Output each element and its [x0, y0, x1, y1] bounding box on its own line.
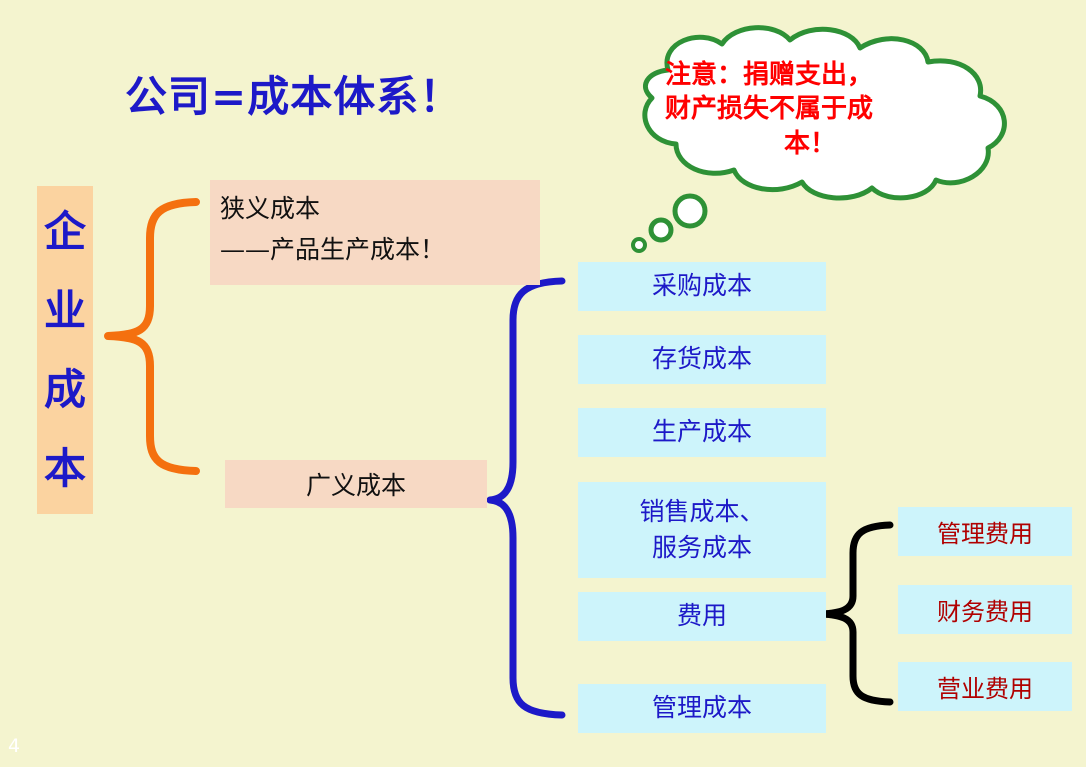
enterprise-cost-char-4: 本	[43, 443, 86, 493]
expense-item-label: 营业费用	[937, 675, 1033, 703]
cost-item-management: 管理成本	[578, 684, 826, 733]
cost-item-expenses: 费用	[578, 592, 826, 641]
expense-item-admin: 管理费用	[898, 507, 1072, 556]
enterprise-cost-char-3: 成	[43, 364, 86, 414]
narrow-cost-box: 狭义成本 ——产品生产成本！	[210, 180, 540, 285]
narrow-cost-line-1: 狭义成本	[220, 194, 321, 223]
cost-item-label: 费用	[676, 601, 727, 631]
page-number: 4	[8, 735, 21, 757]
enterprise-cost-char-1: 企	[43, 206, 86, 256]
cloud-note-text: 注意：捐赠支出， 财产损失不属于成 本！	[665, 58, 955, 161]
broad-cost-box: 广义成本	[225, 460, 487, 508]
cost-item-inventory: 存货成本	[578, 335, 826, 384]
cost-item-label: 采购成本	[651, 271, 752, 301]
narrow-cost-line-2: ——产品生产成本！	[220, 235, 446, 265]
expense-item-operating: 营业费用	[898, 662, 1072, 711]
cloud-tail-bubble-small	[631, 237, 647, 253]
cloud-tail-bubble-medium	[648, 217, 674, 243]
cost-item-production: 生产成本	[578, 408, 826, 457]
cost-item-label-line-2: 服务成本	[651, 533, 752, 562]
expense-item-label: 财务费用	[937, 598, 1033, 626]
cost-item-purchase: 采购成本	[578, 262, 826, 311]
cost-item-sales-service: 销售成本、 服务成本	[578, 482, 826, 578]
cost-item-label: 管理成本	[651, 693, 752, 723]
cost-item-label: 生产成本	[651, 417, 752, 447]
expense-item-label: 管理费用	[937, 520, 1033, 548]
orange-brace	[104, 198, 200, 475]
enterprise-cost-char-2: 业	[43, 285, 86, 335]
cost-item-label-line-1: 销售成本、	[639, 496, 765, 526]
black-brace	[818, 521, 894, 706]
expense-item-finance: 财务费用	[898, 585, 1072, 634]
cloud-note-line-1: 注意：捐赠支出，	[665, 60, 874, 90]
cost-item-label: 存货成本	[651, 344, 752, 374]
cloud-note-line-2: 财产损失不属于成	[665, 94, 874, 125]
page-title: 公司=成本体系！	[125, 72, 463, 121]
blue-brace	[486, 277, 566, 719]
cloud-tail-bubble-large	[672, 193, 708, 229]
enterprise-cost-label: 企 业 成 本	[37, 186, 93, 514]
cloud-note-line-3: 本！	[783, 128, 836, 159]
